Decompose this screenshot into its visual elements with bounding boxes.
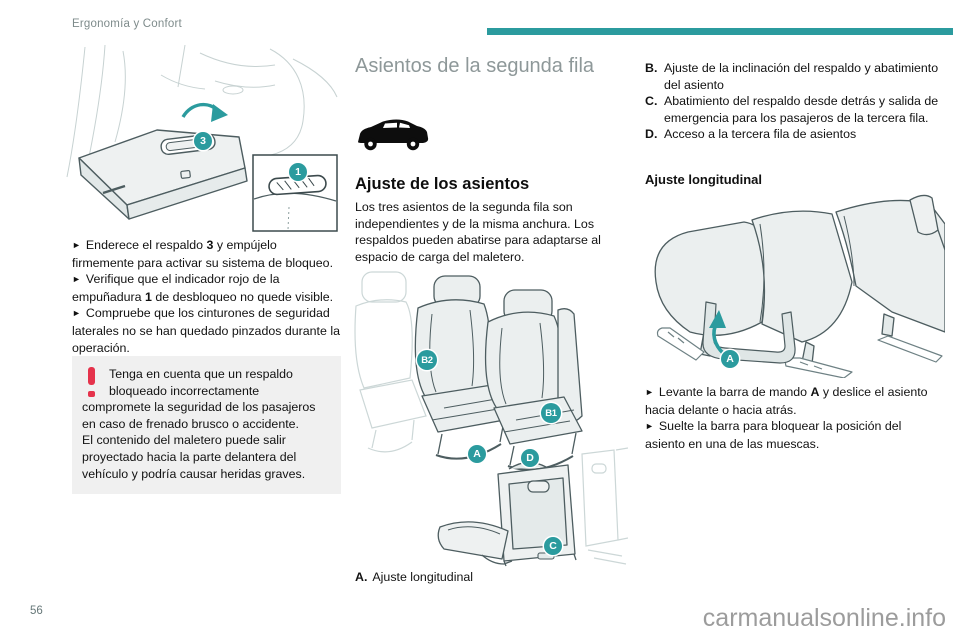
arrow-bullet: ►	[72, 274, 81, 285]
arrow-bullet: ►	[645, 387, 654, 397]
arrow-bullet: ►	[72, 240, 81, 250]
header-accent-bar	[487, 28, 953, 35]
warning-paragraph: El contenido del maletero puede salir pr…	[82, 433, 306, 481]
figure-seat-slide-bar: A	[648, 190, 945, 378]
callout-list: B. Ajuste de la inclinación del respaldo…	[645, 60, 943, 143]
marker-1: 1	[289, 163, 307, 181]
marker-b2: B2	[417, 350, 437, 370]
subheading-longitudinal: Ajuste longitudinal	[645, 172, 762, 187]
intro-paragraph: Los tres asientos de la segunda fila son…	[355, 200, 601, 264]
marker-b1: B1	[541, 403, 561, 423]
marker-a-bar: A	[721, 350, 739, 368]
step: ►Enderece el respaldo 3 y empújelo firme…	[72, 238, 334, 270]
chapter-header: Ergonomía y Confort	[72, 18, 182, 30]
seats-illustration-svg	[354, 271, 628, 567]
figure-caption: A. Ajuste longitudinal	[355, 569, 473, 586]
warning-exclamation-icon	[85, 367, 99, 398]
step: ►Suelte la barra para bloquear la posici…	[645, 419, 902, 451]
marker-a: A	[468, 445, 486, 463]
slide-steps: ►Levante la barra de mando A y deslice e…	[645, 384, 943, 452]
step: ►Levante la barra de mando A y deslice e…	[645, 385, 928, 417]
caption-text: Ajuste longitudinal	[372, 570, 473, 584]
list-item-d: D. Acceso a la tercera fila de asientos	[645, 127, 857, 142]
section-title: Asientos de la segunda fila	[355, 55, 595, 77]
caption-label: A.	[355, 570, 368, 584]
slide-bar-illustration-svg	[654, 194, 945, 378]
step: ►Compruebe que los cinturones de segurid…	[72, 306, 340, 355]
warning-box: Tenga en cuenta que un respaldo bloquead…	[72, 356, 341, 495]
backrest-lock-steps: ►Enderece el respaldo 3 y empújelo firme…	[72, 237, 342, 356]
list-item-b: B. Ajuste de la inclinación del respaldo…	[645, 61, 939, 92]
step: ►Verifique que el indicador rojo de la e…	[72, 272, 334, 304]
page-number: 56	[30, 605, 43, 617]
marker-3: 3	[194, 132, 212, 150]
warning-paragraph: Tenga en cuenta que un respaldo bloquead…	[82, 367, 316, 431]
list-item-c: C. Abatimiento del respaldo desde detrás…	[645, 94, 939, 125]
marker-d: D	[521, 449, 539, 467]
watermark: carmanualsonline.info	[702, 604, 946, 632]
subsection-title: Ajuste de los asientos	[355, 175, 530, 193]
arrow-bullet: ►	[645, 421, 654, 432]
car-icon	[352, 117, 430, 160]
marker-c: C	[544, 537, 562, 555]
figure-second-row-seats: B2 B1 A D C	[352, 268, 628, 568]
figure-trunk-folded-backrest: 3 1	[65, 45, 338, 233]
arrow-bullet: ►	[72, 308, 81, 319]
